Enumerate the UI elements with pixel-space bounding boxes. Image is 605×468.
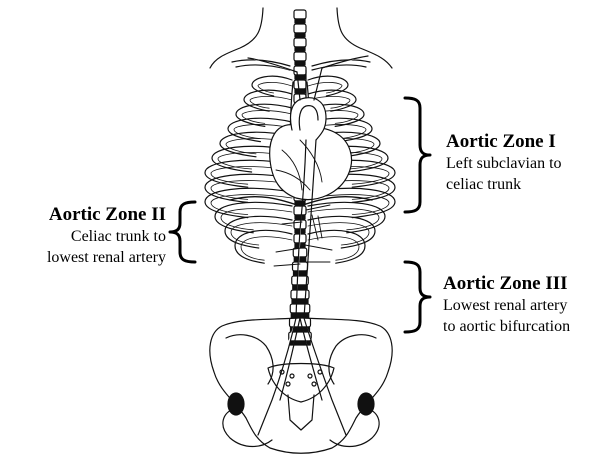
zone-3-desc-line-2: to aortic bifurcation <box>443 316 570 337</box>
rib-inner <box>221 209 292 230</box>
zone-1-title: Aortic Zone I <box>446 130 562 153</box>
vertebra <box>294 52 306 61</box>
vertebra <box>294 38 306 47</box>
intervertebral-disc <box>295 61 305 65</box>
rib <box>235 230 292 263</box>
intervertebral-disc <box>295 47 305 51</box>
intervertebral-disc <box>295 215 305 219</box>
zone-3-desc-line-1: Lowest renal artery <box>443 295 570 316</box>
zone-3-bracket <box>405 262 430 332</box>
rib-inner <box>231 223 292 245</box>
intervertebral-disc <box>295 89 305 93</box>
intervertebral-disc <box>295 75 305 79</box>
intervertebral-disc <box>295 33 305 37</box>
zone-1-label: Aortic Zone I Left subclavian to celiac … <box>446 130 562 195</box>
zone-1-desc-line-1: Left subclavian to <box>446 153 562 174</box>
vertebra <box>294 206 306 215</box>
intervertebral-disc <box>294 271 307 275</box>
vertebra <box>294 66 306 75</box>
vertebra <box>294 80 306 89</box>
intervertebral-disc <box>291 313 309 317</box>
intervertebral-disc <box>290 341 311 345</box>
zone-2-desc-line-1: Celiac trunk to <box>6 226 166 247</box>
vertebra <box>293 262 308 271</box>
zone-3-title: Aortic Zone III <box>443 272 570 295</box>
intervertebral-disc <box>295 19 305 23</box>
zone-2-desc-line-2: lowest renal artery <box>6 247 166 268</box>
zone-2-title: Aortic Zone II <box>6 203 166 226</box>
rib-inner <box>258 82 292 93</box>
zone-1-bracket <box>405 98 430 212</box>
zone-1-desc-line-2: celiac trunk <box>446 174 562 195</box>
zone-2-label: Aortic Zone II Celiac trunk to lowest re… <box>6 203 166 268</box>
intervertebral-disc <box>293 285 308 289</box>
intervertebral-disc <box>294 257 306 261</box>
vertebra <box>290 304 310 313</box>
rib-inner <box>308 223 369 245</box>
zone-2-bracket <box>170 202 195 262</box>
vertebra <box>294 10 306 19</box>
rib-inner <box>308 237 359 261</box>
zone-3-label: Aortic Zone III Lowest renal artery to a… <box>443 272 570 337</box>
rib-inner <box>308 82 342 93</box>
rib-inner <box>242 110 292 123</box>
rib-inner <box>241 237 292 261</box>
vertebra <box>294 24 306 33</box>
